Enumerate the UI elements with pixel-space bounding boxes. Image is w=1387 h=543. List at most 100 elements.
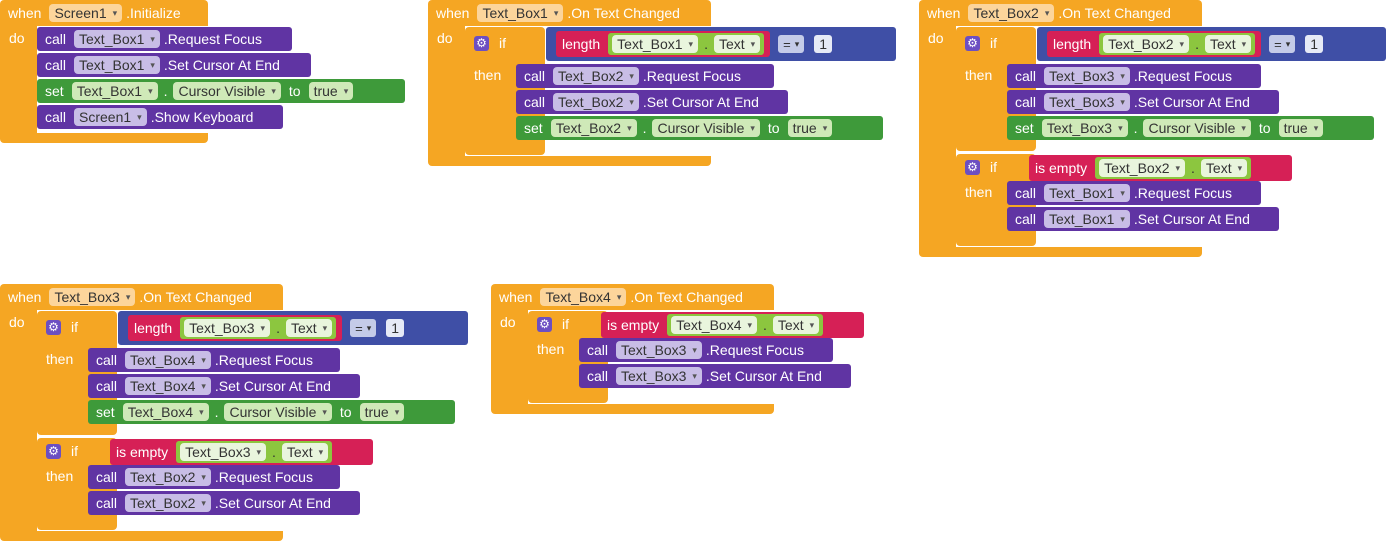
component-dropdown[interactable]: Text_Box4▾ bbox=[671, 316, 758, 334]
call-set-cursor-block[interactable]: call Text_Box2▾ .Set Cursor At End bbox=[516, 90, 788, 114]
component-dropdown[interactable]: Text_Box2▾ bbox=[553, 93, 639, 111]
component-dropdown[interactable]: Text_Box4▾ bbox=[125, 377, 211, 395]
number-field[interactable]: 1 bbox=[386, 319, 405, 337]
event-textbox2-changed[interactable]: when Text_Box2▾ .On Text Changed do ⚙ if… bbox=[919, 0, 1387, 260]
property-dropdown[interactable]: Cursor Visible▾ bbox=[224, 403, 332, 421]
operator-dropdown[interactable]: =▾ bbox=[350, 319, 377, 337]
call-set-cursor-block[interactable]: call Text_Box2▾ .Set Cursor At End bbox=[88, 491, 360, 515]
component-dropdown[interactable]: Text_Box3▾ bbox=[180, 443, 267, 461]
component-dropdown[interactable]: Text_Box3▾ bbox=[616, 367, 702, 385]
component-dropdown[interactable]: Text_Box3▾ bbox=[1041, 119, 1128, 137]
set-cursor-visible-block[interactable]: set Text_Box3▾ . Cursor Visible▾ to true… bbox=[1007, 116, 1374, 140]
boolean-dropdown[interactable]: true▾ bbox=[1278, 119, 1324, 137]
gear-icon[interactable]: ⚙ bbox=[965, 159, 980, 175]
component-dropdown[interactable]: Text_Box1▾ bbox=[1044, 184, 1130, 202]
compare-block[interactable]: length Text_Box3▾ . Text▾ =▾ 1 bbox=[118, 311, 468, 345]
component-dropdown[interactable]: Text_Box4▾ bbox=[122, 403, 209, 421]
call-set-cursor-block[interactable]: call Text_Box3▾ .Set Cursor At End bbox=[579, 364, 851, 388]
property-dropdown[interactable]: Text▾ bbox=[713, 35, 761, 53]
call-show-keyboard-block[interactable]: call Screen1▾ .Show Keyboard bbox=[37, 105, 283, 129]
component-dropdown[interactable]: Text_Box3▾ bbox=[184, 319, 271, 337]
property-getter-block[interactable]: Text_Box3▾ . Text▾ bbox=[180, 317, 337, 339]
event-textbox1-changed[interactable]: when Text_Box1▾ .On Text Changed do ⚙ if… bbox=[428, 0, 898, 170]
call-set-cursor-block[interactable]: call Text_Box4▾ .Set Cursor At End bbox=[88, 374, 360, 398]
call-request-focus-block[interactable]: call Text_Box3▾ .Request Focus bbox=[1007, 64, 1261, 88]
property-dropdown[interactable]: Text▾ bbox=[772, 316, 820, 334]
component-dropdown[interactable]: Text_Box2▾ bbox=[1103, 35, 1190, 53]
component-dropdown[interactable]: Text_Box1▾ bbox=[74, 56, 160, 74]
component-dropdown[interactable]: Screen1▾ bbox=[49, 4, 123, 22]
operator-dropdown[interactable]: =▾ bbox=[1269, 35, 1296, 53]
set-cursor-visible-block[interactable]: set Text_Box2▾ . Cursor Visible▾ to true… bbox=[516, 116, 883, 140]
boolean-dropdown[interactable]: true▾ bbox=[787, 119, 833, 137]
property-dropdown[interactable]: Text▾ bbox=[1204, 35, 1252, 53]
component-dropdown[interactable]: Text_Box2▾ bbox=[553, 67, 639, 85]
call-set-cursor-block[interactable]: call Text_Box3▾ .Set Cursor At End bbox=[1007, 90, 1279, 114]
boolean-dropdown[interactable]: true▾ bbox=[308, 82, 354, 100]
compare-block[interactable]: length Text_Box1▾ . Text▾ =▾ 1 bbox=[546, 27, 896, 61]
length-block[interactable]: length Text_Box1▾ . Text▾ bbox=[556, 31, 771, 57]
event-header[interactable]: when Text_Box3▾ .On Text Changed bbox=[0, 284, 283, 310]
property-getter-block[interactable]: Text_Box2▾ . Text▾ bbox=[1095, 157, 1252, 179]
event-screen1-initialize[interactable]: when Screen1▾ .Initialize do call Text_B… bbox=[0, 0, 410, 145]
property-dropdown[interactable]: Text▾ bbox=[285, 319, 333, 337]
length-block[interactable]: length Text_Box2▾ . Text▾ bbox=[1047, 31, 1262, 57]
boolean-dropdown[interactable]: true▾ bbox=[359, 403, 405, 421]
gear-icon[interactable]: ⚙ bbox=[46, 319, 61, 335]
property-dropdown[interactable]: Text▾ bbox=[281, 443, 329, 461]
operator-dropdown[interactable]: =▾ bbox=[778, 35, 805, 53]
call-request-focus-block[interactable]: call Text_Box1▾ .Request Focus bbox=[1007, 181, 1261, 205]
property-getter-block[interactable]: Text_Box3▾ . Text▾ bbox=[176, 441, 333, 463]
event-header[interactable]: when Text_Box2▾ .On Text Changed bbox=[919, 0, 1202, 26]
compare-block[interactable]: length Text_Box2▾ . Text▾ =▾ 1 bbox=[1037, 27, 1386, 61]
length-block[interactable]: length Text_Box3▾ . Text▾ bbox=[128, 315, 343, 341]
component-dropdown[interactable]: Text_Box1▾ bbox=[71, 82, 158, 100]
is-empty-block[interactable]: is empty Text_Box3▾ . Text▾ bbox=[110, 439, 373, 465]
event-header[interactable]: when Text_Box1▾ .On Text Changed bbox=[428, 0, 711, 26]
is-empty-block[interactable]: is empty Text_Box2▾ . Text▾ bbox=[1029, 155, 1292, 181]
component-dropdown[interactable]: Text_Box3▾ bbox=[49, 288, 136, 306]
call-request-focus-block[interactable]: call Text_Box1▾ .Request Focus bbox=[37, 27, 292, 51]
event-header[interactable]: when Screen1▾ .Initialize bbox=[0, 0, 208, 26]
number-field[interactable]: 1 bbox=[1305, 35, 1324, 53]
component-dropdown[interactable]: Text_Box2▾ bbox=[125, 468, 211, 486]
is-empty-block[interactable]: is empty Text_Box4▾ . Text▾ bbox=[601, 312, 864, 338]
gear-icon[interactable]: ⚙ bbox=[46, 443, 61, 459]
property-dropdown[interactable]: Cursor Visible▾ bbox=[173, 82, 281, 100]
property-dropdown[interactable]: Text▾ bbox=[1200, 159, 1248, 177]
call-set-cursor-block[interactable]: call Text_Box1▾ .Set Cursor At End bbox=[37, 53, 311, 77]
gear-icon[interactable]: ⚙ bbox=[537, 316, 552, 332]
component-dropdown[interactable]: Text_Box2▾ bbox=[550, 119, 637, 137]
property-dropdown[interactable]: Cursor Visible▾ bbox=[652, 119, 760, 137]
property-getter-block[interactable]: Text_Box2▾ . Text▾ bbox=[1099, 33, 1256, 55]
event-textbox4-changed[interactable]: when Text_Box4▾ .On Text Changed do ⚙ if… bbox=[491, 284, 871, 416]
call-set-cursor-block[interactable]: call Text_Box1▾ .Set Cursor At End bbox=[1007, 207, 1279, 231]
event-header[interactable]: when Text_Box4▾ .On Text Changed bbox=[491, 284, 774, 310]
component-dropdown[interactable]: Text_Box3▾ bbox=[1044, 93, 1130, 111]
number-field[interactable]: 1 bbox=[814, 35, 833, 53]
component-dropdown[interactable]: Screen1▾ bbox=[74, 108, 147, 126]
event-textbox3-changed[interactable]: when Text_Box3▾ .On Text Changed do ⚙ if… bbox=[0, 284, 470, 543]
property-getter-block[interactable]: Text_Box1▾ . Text▾ bbox=[608, 33, 765, 55]
component-dropdown[interactable]: Text_Box2▾ bbox=[125, 494, 211, 512]
set-cursor-visible-block[interactable]: set Text_Box4▾ . Cursor Visible▾ to true… bbox=[88, 400, 455, 424]
set-cursor-visible-block[interactable]: set Text_Box1▾ . Cursor Visible▾ to true… bbox=[37, 79, 405, 103]
gear-icon[interactable]: ⚙ bbox=[965, 35, 980, 51]
component-dropdown[interactable]: Text_Box4▾ bbox=[540, 288, 627, 306]
call-request-focus-block[interactable]: call Text_Box2▾ .Request Focus bbox=[516, 64, 774, 88]
component-dropdown[interactable]: Text_Box1▾ bbox=[1044, 210, 1130, 228]
component-dropdown[interactable]: Text_Box2▾ bbox=[1099, 159, 1186, 177]
component-dropdown[interactable]: Text_Box1▾ bbox=[612, 35, 699, 53]
component-dropdown[interactable]: Text_Box4▾ bbox=[125, 351, 211, 369]
component-dropdown[interactable]: Text_Box1▾ bbox=[74, 30, 160, 48]
component-dropdown[interactable]: Text_Box3▾ bbox=[1044, 67, 1130, 85]
call-request-focus-block[interactable]: call Text_Box4▾ .Request Focus bbox=[88, 348, 340, 372]
call-request-focus-block[interactable]: call Text_Box3▾ .Request Focus bbox=[579, 338, 833, 362]
property-dropdown[interactable]: Cursor Visible▾ bbox=[1143, 119, 1251, 137]
call-request-focus-block[interactable]: call Text_Box2▾ .Request Focus bbox=[88, 465, 340, 489]
property-getter-block[interactable]: Text_Box4▾ . Text▾ bbox=[667, 314, 824, 336]
component-dropdown[interactable]: Text_Box1▾ bbox=[477, 4, 564, 22]
component-dropdown[interactable]: Text_Box3▾ bbox=[616, 341, 702, 359]
gear-icon[interactable]: ⚙ bbox=[474, 35, 489, 51]
component-dropdown[interactable]: Text_Box2▾ bbox=[968, 4, 1055, 22]
